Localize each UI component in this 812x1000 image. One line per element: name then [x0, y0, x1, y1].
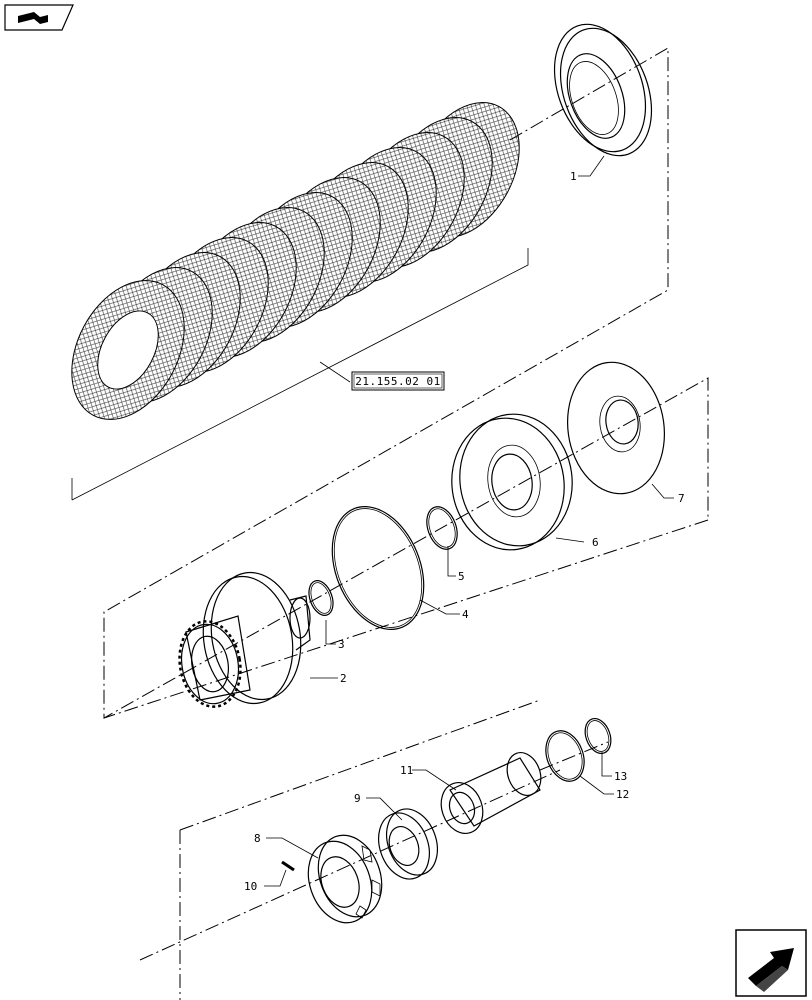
callout-7: 7	[678, 492, 685, 505]
callout-9: 9	[354, 792, 361, 805]
book-page-turn-icon[interactable]	[4, 4, 74, 31]
part-13-ring	[584, 717, 612, 755]
lower-assembly-outline	[139, 699, 609, 1000]
callout-5: 5	[458, 570, 465, 583]
clutch-disc-pack	[71, 102, 520, 420]
part-11-sleeve	[440, 752, 542, 834]
reference-label-box[interactable]: 21.155.02 01	[351, 371, 445, 391]
disc-pack-bracket	[71, 248, 529, 501]
callouts: 1 2 3 4 5 6 7 8 9 10 11 12 13	[244, 170, 685, 893]
leader-lines	[264, 155, 674, 887]
callout-2: 2	[340, 672, 347, 685]
upper-assembly-outline	[103, 47, 709, 719]
callout-13: 13	[614, 770, 627, 783]
part-9-bearing	[378, 808, 438, 880]
part-10-pin	[281, 860, 295, 872]
part-8-lock-nut	[307, 834, 383, 924]
callout-3: 3	[338, 638, 345, 651]
callout-4: 4	[462, 608, 469, 621]
part-1-ring	[553, 23, 653, 157]
part-3-o-ring	[308, 580, 334, 616]
callout-1: 1	[570, 170, 577, 183]
part-12-ring	[545, 730, 585, 782]
part-2-clutch-hub	[178, 571, 311, 708]
reference-label: 21.155.02 01	[355, 375, 440, 388]
next-page-arrow-icon[interactable]	[735, 929, 807, 997]
callout-8: 8	[254, 832, 261, 845]
part-4-o-ring	[331, 506, 425, 630]
callout-10: 10	[244, 880, 257, 893]
callout-11: 11	[400, 764, 413, 777]
part-7-washer	[566, 361, 666, 495]
part-6-piston	[451, 413, 573, 551]
callout-12: 12	[616, 788, 629, 801]
part-5-o-ring	[426, 506, 458, 550]
callout-6: 6	[592, 536, 599, 549]
